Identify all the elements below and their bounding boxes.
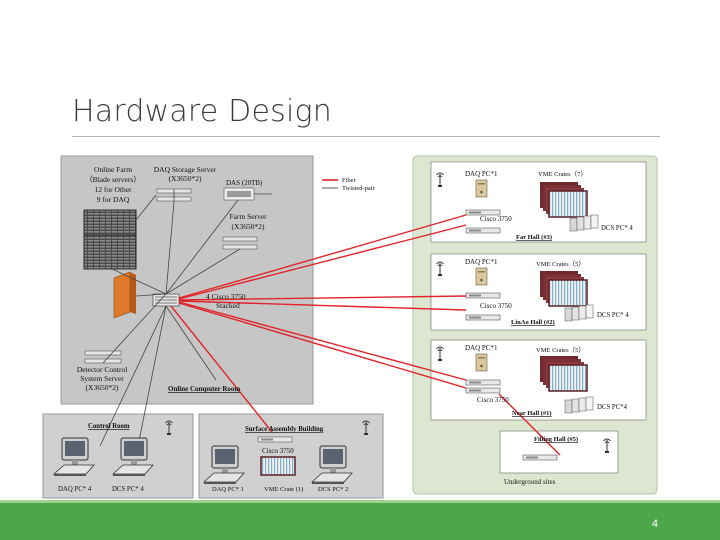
diagram-label: (X3650*2)	[86, 383, 119, 392]
title-divider	[72, 136, 660, 137]
slide-title: Hardware Design	[72, 94, 332, 129]
diagram-label: Farm Server	[229, 212, 267, 221]
online-farm-label: Online Farm （Blade servers） 12 for Other…	[85, 165, 141, 204]
filling-hall-box	[499, 430, 619, 474]
vme-crates-icon	[539, 181, 588, 218]
hall3-switch-label: Cisco 3750	[480, 215, 512, 223]
firewall-icon	[113, 271, 131, 319]
diagram-label: System Server	[80, 374, 124, 383]
switch-icon	[465, 314, 501, 321]
diagram-label: 4 Cisco 3750	[206, 292, 246, 301]
farm-server-1	[222, 236, 258, 242]
daq-pc-icon	[475, 353, 488, 372]
diagram-label: Online Farm	[94, 165, 132, 174]
hall1-crates-label: VME Crates（5）	[536, 346, 585, 354]
control-dcs-pc-label: DCS PC* 4	[112, 486, 144, 493]
diagram-label: (X3650*2)	[169, 174, 202, 183]
vme-crates-icon	[539, 270, 588, 307]
vme-crates-icon	[539, 355, 588, 392]
detector-control-label: Detector Control System Server (X3650*2)	[77, 365, 128, 392]
blade-server-2	[83, 234, 137, 270]
switch-icon	[465, 292, 501, 299]
diagram-label: (X3650*2)	[232, 222, 265, 231]
page-number: 4	[651, 518, 658, 530]
daq-storage-label: DAQ Storage Server (X3650*2)	[154, 165, 217, 183]
diagram-label: 9 for DAQ	[97, 195, 130, 204]
dcs-server-2	[84, 358, 122, 364]
footer-band-highlight	[0, 500, 720, 503]
fiber-lines	[170, 214, 561, 456]
daq-pc-icon	[475, 179, 488, 198]
switch-icon	[465, 227, 501, 234]
farm-server-label: Farm Server (X3650*2)	[229, 212, 267, 231]
hall2-crates-label: VME Crates（5）	[536, 260, 585, 268]
online-room-label: Online Computer Room	[168, 385, 240, 393]
diagram-label: （Blade servers）	[85, 175, 141, 184]
hall3-crates-label: VME Crates（7）	[538, 170, 587, 178]
hall3-daq-label: DAQ PC*1	[465, 170, 498, 178]
switch-icon	[465, 387, 501, 394]
hall1-switch-label: Cisco 3750	[477, 396, 509, 404]
hall2-daq-label: DAQ PC*1	[465, 258, 498, 266]
switch-stack-label: 4 Cisco 3750 Stacked	[206, 292, 246, 310]
surface-crate-label: VME Crate (1)	[264, 486, 303, 493]
hall2-dcs-label: DCS PC* 4	[597, 312, 629, 319]
switch-icon	[257, 436, 293, 443]
switch-icon	[522, 454, 558, 461]
daq-pc-icon	[475, 267, 488, 286]
hall3-dcs-label: DCS PC* 4	[601, 225, 633, 232]
diagram-label: 12 for Other	[94, 185, 132, 194]
hall2-switch-label: Cisco 3750	[480, 302, 512, 310]
das-label: DAS (20TB)	[226, 179, 263, 187]
footer-band	[0, 500, 720, 540]
surface-building-label: Surface Assembly Building	[245, 426, 324, 433]
surface-daq-pc-label: DAQ PC* 1	[212, 486, 244, 493]
hall3-name: Far Hall (#3)	[516, 234, 552, 241]
filling-hall-name: Filling Hall (#5)	[534, 436, 578, 443]
farm-server-2	[222, 244, 258, 250]
hall1-dcs-label: DCS PC*4	[597, 404, 628, 411]
hall1-name: Near Hall (#1)	[512, 410, 552, 417]
surface-crate-icon	[260, 456, 296, 476]
surface-switch-label: Cisco 3750	[262, 447, 294, 455]
underground-sites-label: Underground sites	[504, 478, 556, 486]
twisted-pair-lines	[99, 189, 272, 447]
hall1-daq-label: DAQ PC*1	[465, 344, 498, 352]
hall2-name: LinAo Hall (#2)	[511, 319, 555, 326]
switch-icon	[465, 379, 501, 386]
control-room-label: Control Room	[88, 423, 130, 430]
diagram-label: Stacked	[216, 301, 240, 310]
legend-twisted-pair-label: Twisted-pair	[342, 185, 376, 192]
surface-dcs-pc-label: DCS PC* 2	[318, 486, 348, 493]
diagram-label: DAQ Storage Server	[154, 165, 217, 174]
diagram-label: Detector Control	[77, 365, 128, 374]
hardware-diagram: Online Farm （Blade servers） 12 for Other…	[42, 155, 658, 499]
control-daq-pc-label: DAQ PC* 4	[58, 486, 92, 493]
legend-fiber-label: Fiber	[342, 177, 357, 184]
dcs-server-1	[84, 350, 122, 356]
